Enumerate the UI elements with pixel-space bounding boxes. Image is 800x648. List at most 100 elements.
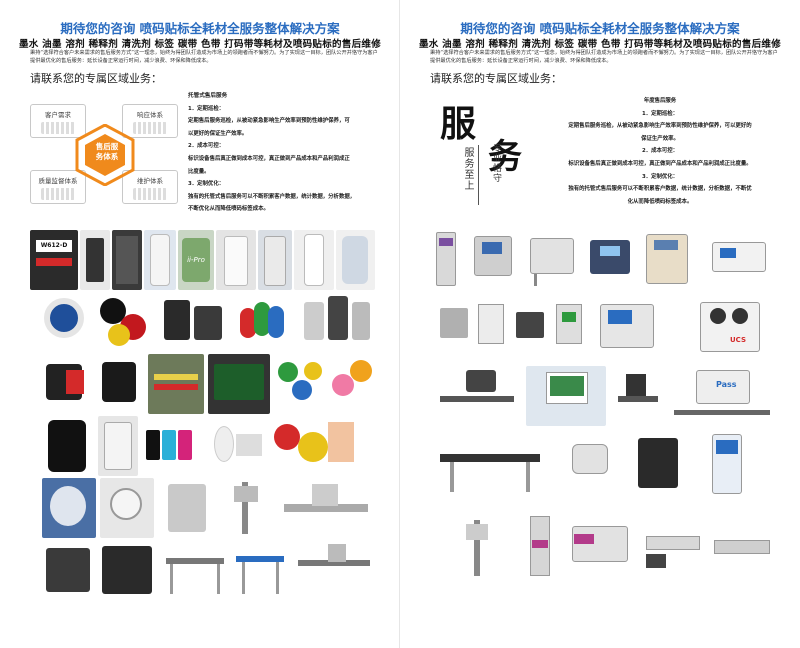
product-image-cartridge-red	[38, 354, 90, 414]
product-row-lasers	[430, 516, 775, 578]
product-image-label-printer-2	[98, 540, 156, 600]
calligraphy-motto-1: 专业恪守	[491, 143, 501, 183]
page-subtitle: 墨水 油墨 溶剂 稀释剂 清洗剂 标签 碳带 色带 打码带等耗材及喷码贴标的售后…	[18, 39, 382, 50]
product-image-labeler-roll	[100, 478, 154, 538]
diagram-node-maintenance: 维护体系	[122, 170, 178, 204]
product-image-tto-5	[590, 298, 664, 358]
printer-brand-label: UCS	[730, 336, 746, 344]
product-image-printer-grey	[470, 230, 516, 290]
service-line: 比度量。	[188, 168, 210, 175]
service-calligraphy: 服 务 专业恪守 服务至上	[430, 95, 535, 210]
product-image-makeup-bottle	[258, 230, 292, 290]
product-image-label-printer-1	[42, 540, 94, 600]
product-image-labeling-line	[278, 478, 375, 538]
product-image-circuit-board	[208, 354, 270, 414]
product-row-printers	[30, 540, 375, 602]
product-image-coder-pass: Pass	[666, 366, 775, 426]
page-subtitle: 墨水 油墨 溶剂 稀释剂 清洗剂 标签 碳带 色带 打码带等耗材及喷码贴标的售后…	[418, 39, 782, 50]
product-image-conveyor-1	[162, 540, 228, 600]
ink-brand-label: ii-Pro	[182, 238, 210, 282]
service-line: 化从而降低喷码标签成本。	[627, 198, 693, 205]
product-image-printer-tall	[430, 230, 462, 290]
product-image-cabinet-printer	[626, 434, 692, 494]
diagram-node-customer-needs: 客户需求	[30, 104, 86, 138]
service-line: 独有的托管式售后服务可以不断积累客户数据，统计数据，分析数据，	[188, 193, 356, 200]
product-image-printer-steel	[524, 230, 580, 290]
product-image-tto-3	[510, 298, 550, 358]
service-description: 年度售后服务 1．定期巡检： 定期售后服务巡检，从被动紧急影响生产效率到预防性维…	[530, 95, 790, 208]
product-image-coder-line-1	[436, 366, 518, 426]
product-image-laser-stand	[444, 516, 514, 576]
product-image-labeler-blue	[42, 478, 96, 538]
product-image-laser-box	[566, 516, 634, 576]
diagram-center-label: 售后服务体系	[95, 142, 119, 161]
product-image-cleaning-bottle	[216, 230, 256, 290]
product-image-ink-cartridge	[80, 230, 110, 290]
service-system-diagram: 客户需求 响应体系 质量监督体系 维护体系 售后服务体系	[30, 90, 180, 220]
service-line: 以更好的保证生产效率。	[188, 130, 248, 137]
calligraphy-motto-2: 服务至上	[462, 147, 473, 191]
product-image-solvent-can	[98, 416, 138, 476]
product-image-solvent-bottle	[144, 230, 176, 290]
product-image-black-ribbons	[160, 292, 232, 352]
product-image-laser-module-2	[710, 516, 775, 576]
ink-bottle-label: W612-D	[36, 240, 72, 252]
product-image-labeler-stand	[220, 478, 274, 538]
service-line: 定期售后服务巡检，从被动紧急影响生产效率到预防性维护保养，可	[188, 118, 350, 125]
product-image-ink-bag	[336, 230, 375, 290]
product-image-tto-1	[436, 298, 472, 358]
service-line: 托管式售后服务	[188, 93, 228, 99]
service-line: 2．成本可控：	[188, 143, 225, 150]
calligraphy-divider	[478, 145, 479, 205]
product-image-printer-beige	[640, 230, 696, 290]
product-image-pink-labels	[328, 354, 375, 414]
product-image-printer-white	[702, 230, 775, 290]
intro-paragraph: 秉持“选择符合客户未来需求的售后服务方式”这一理念，始终为得团队打造成为市场上的…	[430, 50, 778, 64]
product-row-inks: W612-D ii-Pro	[30, 230, 375, 292]
product-image-tto-ucs: UCS	[670, 298, 775, 358]
service-line: 独有的托管式售后服务可以不断积累客户数据，统计数据，分析数据，不断优	[568, 186, 752, 193]
product-row-inkjet-printers	[430, 230, 775, 292]
product-image-ribbon-set	[298, 292, 375, 352]
page-title: 期待您的咨询 喷码贴标全耗材全服务整体解决方案	[460, 21, 740, 36]
product-image-diluent-bottle	[294, 230, 334, 290]
service-line: 2．成本可控：	[641, 148, 679, 155]
product-image-ink-bottle: W612-D	[30, 230, 78, 290]
service-line: 1．定期巡检：	[188, 105, 225, 112]
product-image-wire-labels	[148, 354, 204, 414]
service-description: 托管式售后服务 1．定期巡检： 定期售后服务巡检，从被动紧急影响生产效率到预防性…	[188, 90, 373, 216]
product-row-tto-printers: UCS	[430, 298, 775, 360]
right-page: 期待您的咨询 喷码贴标全耗材全服务整体解决方案 墨水 油墨 溶剂 稀释剂 清洗剂…	[400, 0, 800, 648]
product-row-large-format	[430, 434, 775, 496]
service-line: 标识设备售后真正做到成本可控，真正做到产品成本和产品利润成正比度量。	[568, 160, 752, 167]
service-line: 保证生产效率。	[641, 135, 679, 142]
hexagon-icon	[75, 124, 135, 186]
service-line: 年度售后服务	[643, 98, 677, 104]
product-image-label-rolls	[274, 354, 324, 414]
product-image-laser-tower	[518, 516, 562, 576]
product-image-conveyor-printer	[436, 434, 546, 494]
product-image-color-ribbons	[96, 292, 156, 352]
printer-screen-label: Pass	[716, 380, 737, 389]
service-line: 3．定制优化：	[641, 173, 679, 180]
product-image-printer-dark	[586, 230, 634, 290]
product-image-coder-line-2	[614, 366, 662, 426]
product-image-ink-box	[112, 230, 142, 290]
product-image-tto-2	[474, 298, 508, 358]
product-image-label-stack	[206, 416, 266, 476]
service-line: 3．定制优化：	[188, 181, 225, 188]
service-line: 标识设备售后真正做到成本可控，真正做到产品成本和产品利润成正	[188, 155, 350, 162]
service-line: 1．定期巡检：	[641, 110, 679, 117]
product-image-laser-module-1	[642, 516, 704, 576]
diagram-node-response: 响应体系	[122, 104, 178, 138]
diagram-node-quality: 质量监督体系	[30, 170, 86, 204]
product-image-conveyor-3	[292, 540, 375, 600]
service-line: 定期售后服务巡检，从被动紧急影响生产效率到预防性维护保养，可以更好的	[568, 123, 752, 130]
product-image-coder-screen	[526, 366, 606, 426]
product-image-handheld-printer	[564, 434, 616, 494]
product-row-printheads	[30, 354, 375, 416]
intro-paragraph: 秉持“选择符合客户未来需求的售后服务方式”这一理念，始终为得团队打造成为市场上的…	[30, 50, 378, 64]
product-image-labeler-head	[158, 478, 216, 538]
product-image-cartridge-black	[94, 354, 144, 414]
product-row-inline-coders: Pass	[430, 366, 775, 428]
